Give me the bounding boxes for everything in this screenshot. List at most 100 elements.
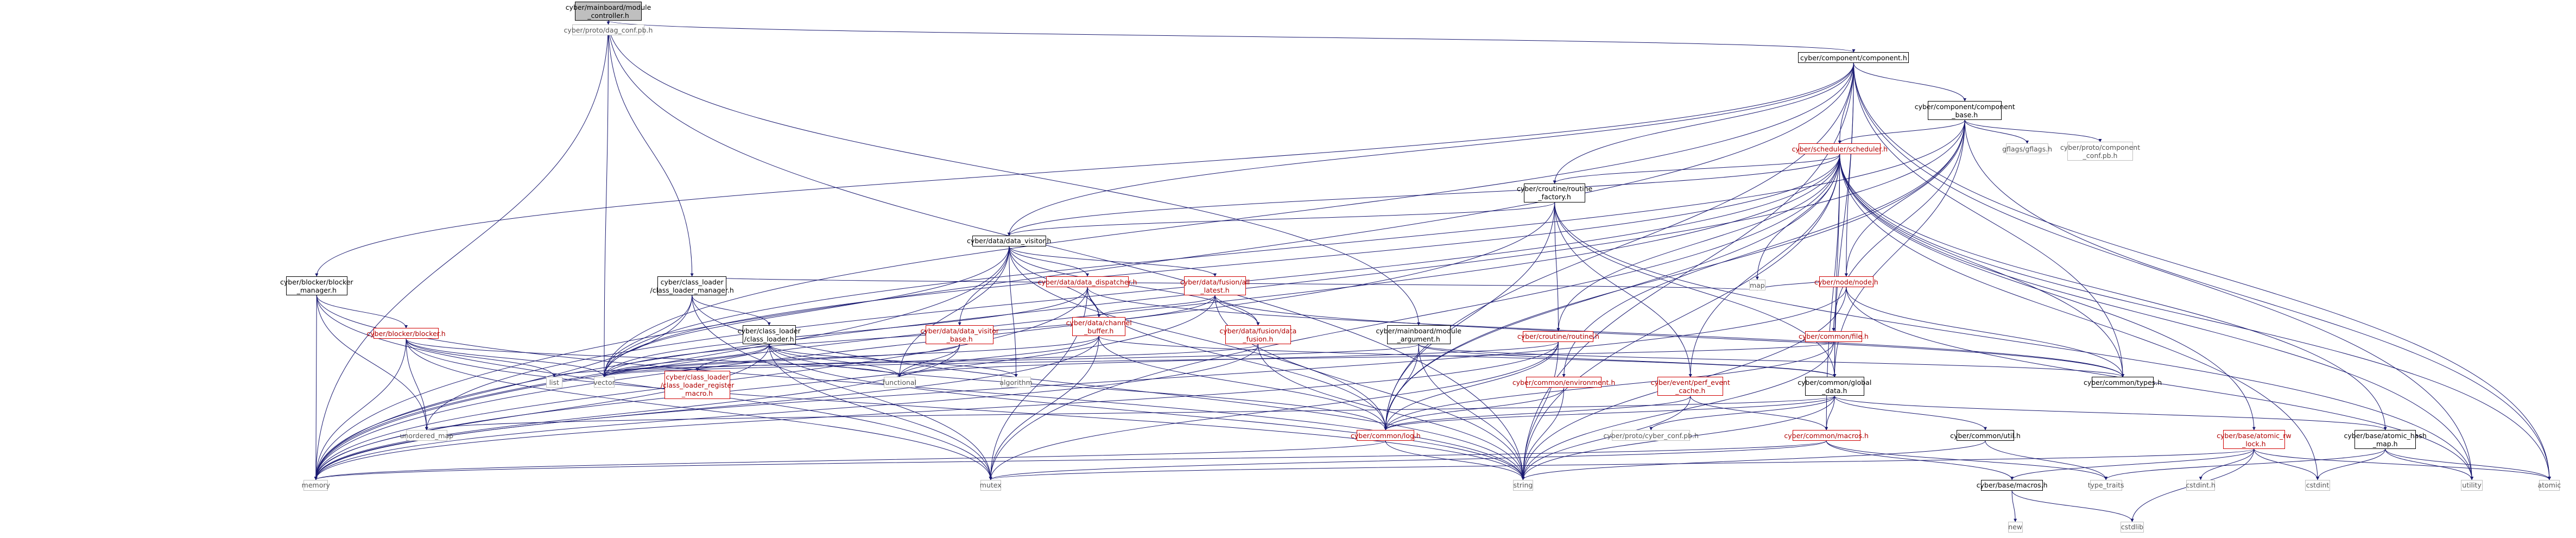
node-macros-common[interactable]: cyber/common/macros.h (1784, 430, 1869, 441)
node-blocker-manager[interactable]: cyber/blocker/blocker _manager.h (280, 276, 353, 295)
node-gflags[interactable]: gflags/gflags.h (2002, 143, 2052, 155)
edge-component_base-to-vector (603, 120, 1965, 378)
edge-component-to-memory (314, 63, 1854, 480)
node-algorithm[interactable]: algorithm (999, 377, 1033, 388)
edge-routine_factory-to-log (1384, 202, 1555, 431)
edge-perf_event_cache-to-string (1521, 396, 1691, 480)
node-scheduler[interactable]: cyber/scheduler/scheduler.h (1792, 143, 1888, 155)
node-map[interactable]: map (1749, 280, 1765, 291)
node-perf-event-cache[interactable]: cyber/event/perf_event _cache.h (1651, 377, 1730, 396)
node-module-argument[interactable]: cyber/mainboard/module _argument.h (1376, 325, 1461, 345)
edge-macros_common-to-type_traits (1826, 440, 2108, 480)
node-routine-factory[interactable]: cyber/croutine/routine _factory.h (1517, 183, 1592, 202)
edge-root-to-module_argument (608, 21, 1421, 326)
edge-routine_factory-to-utility (1554, 202, 2474, 480)
node-node[interactable]: cyber/node/node.h (1814, 276, 1878, 287)
node-channel-buffer[interactable]: cyber/data/channel _buffer.h (1066, 317, 1132, 337)
edge-util-to-string (1521, 440, 1986, 480)
node-component-conf[interactable]: cyber/proto/component _conf.pb.h (2060, 142, 2140, 161)
edge-routine-to-string (1521, 341, 1559, 480)
edge-component-to-component_base (1853, 63, 1967, 102)
node-vector[interactable]: vector (593, 377, 615, 388)
edge-component-to-types (1853, 63, 2125, 378)
edge-data_dispatcher-to-types (1087, 287, 2124, 378)
edge-scheduler-to-atomic (1839, 154, 2551, 480)
edge-routine_factory-to-data_visitor (1007, 202, 1555, 236)
edge-macros_common-to-memory (314, 440, 1827, 480)
edge-data_visitor-to-functional (897, 246, 1010, 378)
node-data-visitor[interactable]: cyber/data/data_visitor.h (967, 235, 1051, 246)
edge-blocker_manager-to-unordered_map (316, 295, 428, 431)
edge-class_loader-to-algorithm (769, 344, 1018, 378)
node-type-traits[interactable]: type_traits (2088, 479, 2124, 491)
node-string[interactable]: string (1512, 479, 1534, 491)
node-data-fusion[interactable]: cyber/data/fusion/data _fusion.h (1219, 325, 1296, 345)
node-list[interactable]: list (546, 377, 562, 388)
node-component-base[interactable]: cyber/component/component _base.h (1915, 101, 2015, 121)
node-data-visitor-base[interactable]: cyber/data/data_visitor _base.h (920, 325, 999, 345)
edge-root-to-memory (314, 21, 609, 480)
edge-data_fusion-to-vector (603, 344, 1258, 378)
node-cstdlib[interactable]: cstdlib (2121, 521, 2144, 533)
node-base-macros[interactable]: cyber/base/macros.h (1977, 479, 2048, 491)
node-cyber-conf[interactable]: cyber/proto/cyber_conf.pb.h (1603, 430, 1699, 441)
edge-channel_buffer-to-functional (898, 336, 1099, 378)
node-new[interactable]: new (2008, 521, 2023, 533)
edge-module_argument-to-list (553, 344, 1419, 378)
edge-global_data-to-macros_common (1825, 396, 1835, 431)
node-global-data[interactable]: cyber/common/global _data.h (1797, 377, 1871, 396)
edge-class_loader_manager-to-class_loader (692, 295, 771, 326)
node-blocker[interactable]: cyber/blocker/blocker.h (366, 328, 446, 339)
node-atomic-hash-map[interactable]: cyber/base/atomic_hash _map.h (2344, 430, 2427, 450)
edge-component_base-to-component_conf (1964, 119, 2102, 142)
edge-atomic_rw_lock-to-atomic (2254, 448, 2551, 480)
edge-data_dispatcher-to-vector (603, 287, 1088, 378)
node-unordered-map[interactable]: unordered_map (400, 430, 453, 441)
edge-global_data-to-util (1834, 396, 1987, 431)
edge-data_visitor-to-data_fusion (1009, 246, 1260, 326)
node-component[interactable]: cyber/component/component.h (1798, 52, 1909, 64)
edge-routine-to-memory (314, 341, 1559, 480)
node-environment[interactable]: cyber/common/environment.h (1512, 377, 1615, 388)
edge-root-to-class_loader_manager (608, 21, 694, 277)
node-log[interactable]: cyber/common/log.h (1351, 430, 1421, 441)
node-mutex[interactable]: mutex (980, 479, 1002, 491)
node-util[interactable]: cyber/common/util.h (1950, 430, 2021, 441)
edge-all_latest-to-string (1214, 295, 1525, 480)
edge-blocker_manager-to-string (316, 295, 1525, 480)
edge-scheduler-to-types (1839, 154, 2125, 378)
edge-data_dispatcher-to-log (1087, 287, 1388, 431)
edge-all_latest-to-types (1214, 295, 2124, 378)
edge-component-to-blocker_manager (315, 63, 1854, 277)
node-uint-h[interactable]: cstdint.h (2186, 479, 2216, 491)
node-utility[interactable]: utility (2461, 479, 2483, 491)
edge-util-to-type_traits (1985, 440, 2108, 480)
node-routine[interactable]: cyber/croutine/routine.h (1517, 331, 1599, 342)
node-memory[interactable]: memory (302, 479, 330, 491)
node-types[interactable]: cyber/common/types.h (2084, 377, 2162, 388)
node-class-loader-manager[interactable]: cyber/class_loader /class_loader_manager… (650, 276, 734, 295)
edge-atomic_hash_map-to-cstdint (2316, 448, 2386, 480)
edge-component_base-to-memory (314, 120, 1965, 480)
node-all-latest[interactable]: cyber/data/fusion/all _latest.h (1180, 276, 1250, 295)
node-data-dispatcher[interactable]: cyber/data/data_dispatcher.h (1038, 276, 1137, 287)
node-root[interactable]: cyber/mainboard/module _controller.h (566, 2, 651, 21)
node-functional[interactable]: functional (883, 377, 916, 388)
edge-class_loader-to-log (769, 344, 1388, 431)
node-atomic-rw-lock[interactable]: cyber/base/atomic_rw _lock.h (2217, 430, 2292, 450)
node-cstdint[interactable]: cstdint (2305, 479, 2330, 491)
edge-component_base-to-node (1844, 120, 1965, 277)
node-file[interactable]: cyber/common/file.h (1799, 331, 1869, 342)
node-atomic[interactable]: atomic (2538, 479, 2561, 491)
edge-atomic_rw_lock-to-base_macros (2010, 448, 2255, 480)
edge-component_base-to-scheduler (1838, 119, 1965, 144)
node-dag-conf[interactable]: cyber/proto/dag_conf.pb.h (564, 24, 653, 36)
edge-atomic_hash_map-to-atomic (2385, 448, 2551, 480)
edge-environment-to-string (1521, 388, 1565, 480)
edge-blocker-to-vector (406, 339, 606, 378)
edge-blocker-to-functional (406, 338, 901, 378)
edge-blocker-to-list (406, 339, 556, 378)
node-class-loader[interactable]: cyber/class_loader /class_loader.h (738, 325, 801, 345)
node-class-loader-register-macro[interactable]: cyber/class_loader /class_loader_registe… (661, 371, 734, 400)
edge-data_visitor_base-to-vector (603, 344, 960, 378)
